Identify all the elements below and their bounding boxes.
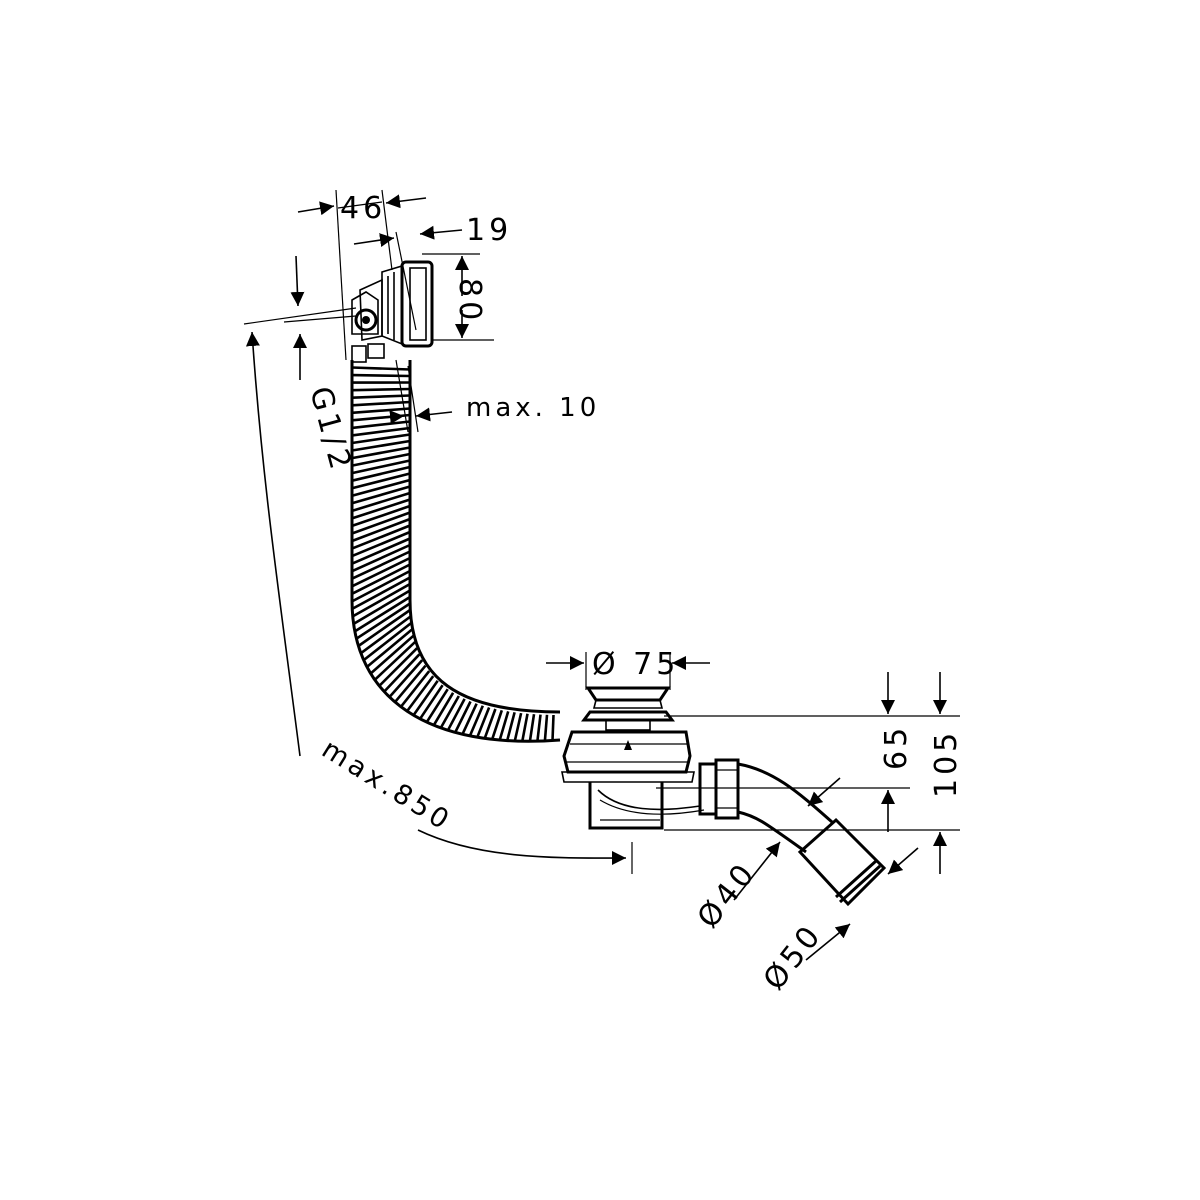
hose-rib	[355, 602, 411, 640]
hose-rib	[406, 675, 435, 712]
hose-rib	[483, 708, 497, 739]
hose-rib	[351, 563, 411, 595]
waste-bowl	[562, 730, 692, 774]
hose-rib	[357, 608, 411, 648]
hose-rib	[354, 595, 411, 633]
hose-rib	[394, 664, 427, 703]
label-max850: max.850	[316, 734, 457, 838]
hose-rib	[351, 498, 411, 520]
hose-rib	[373, 641, 416, 681]
hose-rib	[461, 703, 478, 735]
label-d75: Ø 75	[592, 647, 679, 682]
hose-rib	[351, 420, 411, 430]
hose-rib	[490, 709, 504, 740]
hose-rib	[351, 452, 411, 467]
hose-rib	[351, 407, 411, 415]
label-19: 19	[466, 213, 512, 248]
hose-rib	[468, 705, 484, 737]
hose-rib	[419, 684, 444, 720]
outlet-nut	[714, 758, 740, 820]
overflow-head	[351, 260, 434, 363]
hose-rib	[351, 504, 411, 528]
label-105: 105	[929, 729, 964, 798]
hose-rib	[351, 511, 411, 535]
waste-trap	[588, 782, 664, 830]
hose-rib	[351, 556, 411, 588]
label-46: 46	[340, 191, 386, 226]
hose-rib	[351, 485, 411, 505]
hose-rib	[351, 478, 411, 498]
hose-rib	[351, 569, 411, 603]
hose-rib	[351, 446, 411, 460]
hose-rib	[351, 366, 411, 371]
hose-rib	[536, 714, 542, 742]
hose-rib	[498, 711, 510, 741]
hose-rib	[351, 400, 411, 407]
hose-rib	[432, 692, 455, 726]
waste-body	[561, 686, 887, 907]
hose-rib	[399, 670, 431, 708]
label-max10: max. 10	[466, 393, 600, 423]
hose-rib	[351, 472, 411, 490]
overflow-cover-plate	[400, 260, 434, 348]
hose-rib	[366, 628, 413, 668]
hose-rib	[476, 707, 491, 738]
hose-rib	[351, 543, 411, 573]
hose-rib	[360, 615, 412, 655]
hose-rib	[351, 394, 411, 399]
hose-rib	[551, 714, 555, 741]
hose-rib	[351, 426, 411, 437]
hose-rib	[351, 439, 411, 452]
hose-rib	[513, 712, 523, 742]
hose-rib	[454, 700, 472, 733]
label-g12: G1/2	[302, 383, 358, 477]
hose-rib	[351, 433, 411, 445]
label-d50: Ø50	[757, 917, 830, 997]
hose-rib	[521, 713, 529, 742]
hose-rib	[378, 647, 418, 687]
hose-rib	[388, 659, 424, 698]
hose-rib	[351, 517, 411, 543]
hose-rib	[351, 550, 411, 580]
hose-rib	[369, 634, 415, 675]
hose-rib	[412, 680, 439, 716]
overflow-valve-circle	[354, 308, 378, 332]
hose-rib	[351, 459, 411, 475]
hose-rib	[351, 530, 411, 558]
hose-rib	[351, 373, 411, 378]
hose-rib	[446, 698, 466, 731]
label-80: 80	[452, 278, 487, 324]
hose-rib	[383, 653, 421, 693]
pipe-end	[797, 817, 887, 907]
hose-rib	[351, 524, 411, 550]
hose-rib	[351, 576, 411, 611]
hose-rib	[543, 714, 549, 742]
label-d40: Ø40	[691, 855, 764, 935]
hose-rib	[362, 621, 413, 662]
hose-rib	[425, 688, 449, 723]
hose-rib	[439, 695, 460, 729]
hose-rib	[528, 714, 536, 742]
dimension-lines	[243, 189, 960, 961]
plug-cap	[585, 686, 671, 702]
hose-rib	[351, 465, 411, 482]
hose-rib	[505, 711, 516, 741]
hose-rib	[352, 582, 411, 618]
hose-rib	[351, 491, 411, 513]
hose-rib	[352, 589, 411, 626]
hose-rib	[351, 537, 411, 565]
label-65: 65	[879, 724, 914, 770]
